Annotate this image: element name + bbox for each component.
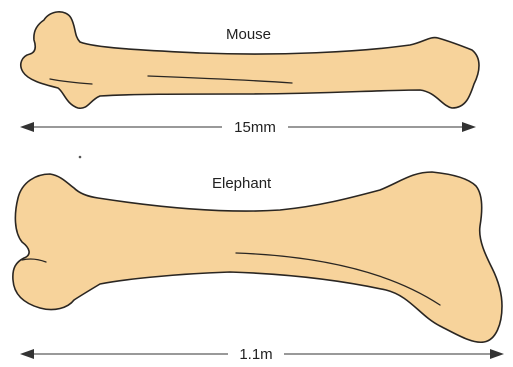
mouse-scale-label: 15mm [234,119,276,136]
mouse-label: Mouse [226,26,271,43]
mouse-scale-bar: 15mm [20,119,476,136]
elephant-bone-group [13,172,502,342]
stray-mark [79,156,82,159]
elephant-femur-bone [13,172,502,342]
elephant-scale-arrow-right [490,349,504,359]
elephant-scale-arrow-left [20,349,34,359]
elephant-label: Elephant [212,175,272,192]
elephant-scale-bar: 1.1m [20,346,504,363]
mouse-scale-arrow-right [462,122,476,132]
elephant-scale-label: 1.1m [239,346,272,363]
mouse-scale-arrow-left [20,122,34,132]
